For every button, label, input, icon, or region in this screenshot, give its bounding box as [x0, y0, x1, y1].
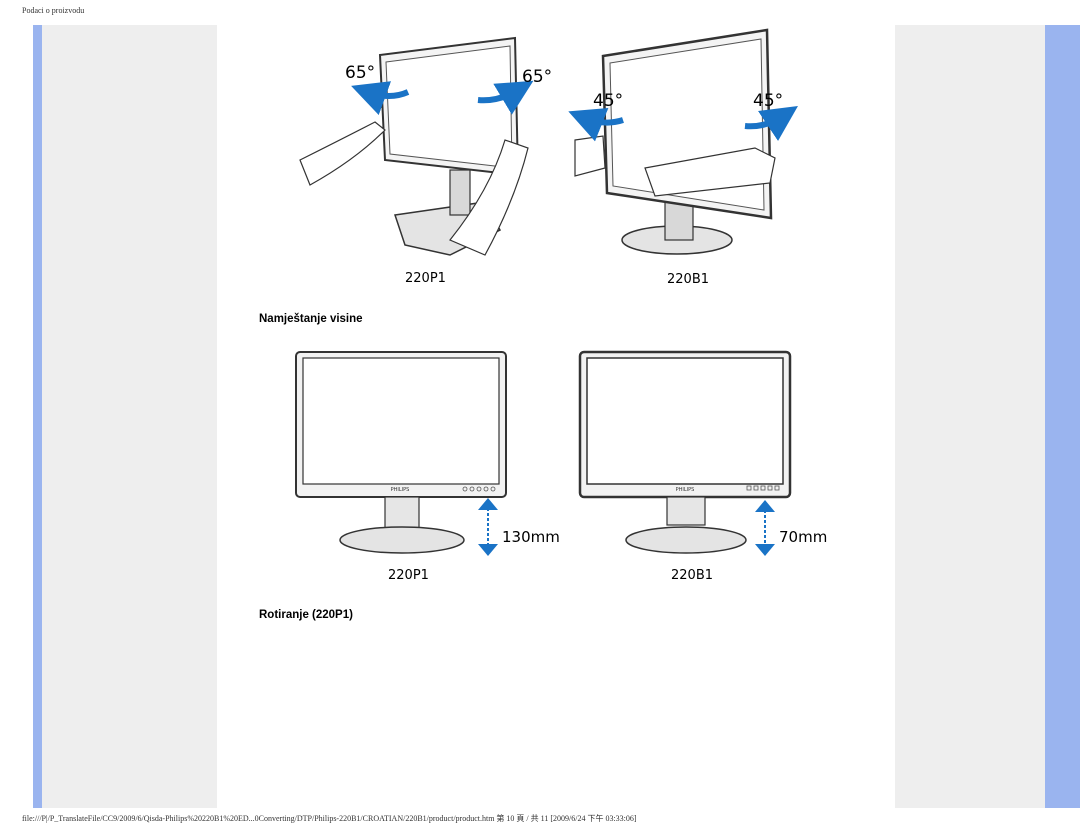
model-label-220p1: 220P1 — [405, 271, 446, 286]
right-accent-stripe — [1045, 25, 1080, 808]
page-header: Podaci o proizvodu — [22, 6, 85, 15]
height-down-arrow — [755, 544, 775, 556]
right-side-panel — [895, 25, 1045, 808]
swivel-angle-right: 45° — [753, 91, 783, 111]
left-side-panel — [42, 25, 217, 808]
brand-logo: PHILIPS — [391, 487, 410, 493]
swivel-left-arrow — [568, 107, 624, 142]
swivel-right-arrow — [744, 106, 798, 141]
swivel-left-arrow — [351, 81, 410, 116]
height-range-220b1: 70mm — [779, 528, 827, 546]
brand-logo: PHILIPS — [676, 487, 695, 493]
swivel-angle-left: 45° — [593, 91, 623, 111]
swivel-angle-left: 65° — [345, 63, 375, 83]
model-label-220b1: 220B1 — [667, 272, 709, 287]
height-illustration-220p1: PHILIPS 130mm 220P1 — [295, 351, 560, 583]
height-range-220p1: 130mm — [502, 528, 560, 546]
left-accent-stripe — [33, 25, 42, 808]
model-label-220p1: 220P1 — [388, 568, 429, 583]
rotation-heading: Rotiranje (220P1) — [259, 609, 353, 621]
page-footer: file:///P|/P_TranslateFile/CC9/2009/6/Qi… — [22, 814, 637, 823]
height-adjust-heading: Namještanje visine — [259, 313, 363, 325]
model-label-220b1: 220B1 — [671, 568, 713, 583]
swivel-right-arrow — [477, 80, 534, 115]
height-up-arrow — [755, 500, 775, 512]
swivel-illustration-220b1: 45° 45° 220B1 — [568, 28, 798, 287]
height-down-arrow — [478, 544, 498, 556]
swivel-angle-right: 65° — [522, 67, 552, 87]
swivel-illustration-220p1: 65° 65° 220P1 — [299, 36, 552, 286]
height-illustration-220b1: PHILIPS 70mm 220B1 — [578, 350, 827, 583]
height-up-arrow — [478, 498, 498, 510]
